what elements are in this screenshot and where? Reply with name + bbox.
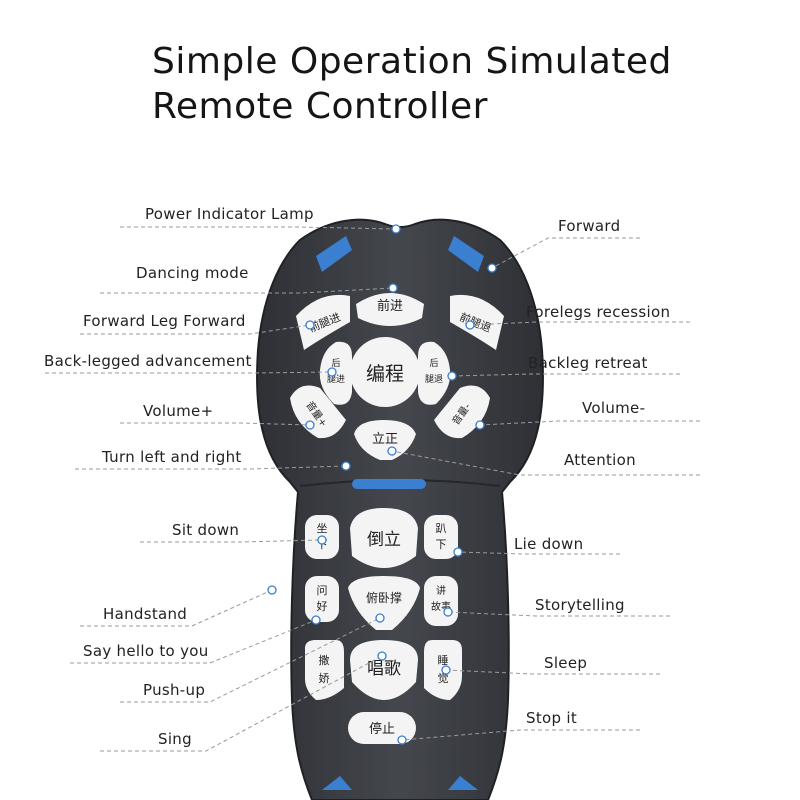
hello-label-2: 好 [317, 599, 328, 613]
callout-forward-leg [80, 324, 311, 335]
sit-label-1: 坐 [317, 522, 328, 535]
label-sit-down: Sit down [172, 521, 240, 539]
lie-label-2: 下 [436, 538, 447, 551]
callout-volume-up [120, 422, 311, 426]
label-handstand: Handstand [103, 605, 188, 623]
pushup-label: 俯卧撑 [366, 590, 402, 605]
callout-storytelling [447, 611, 670, 617]
stop-button[interactable]: 停止 [348, 712, 416, 744]
label-push-up: Push-up [143, 681, 206, 699]
label-forward-leg-forward: Forward Leg Forward [83, 312, 246, 330]
title-line-2: Remote Controller [152, 86, 488, 127]
stop-label: 停止 [369, 721, 395, 737]
label-volume-up: Volume+ [143, 402, 214, 420]
back-leg-back-label-2: 腿退 [425, 374, 443, 385]
callout-back-leg-advance [45, 371, 333, 374]
sing-label: 唱歌 [367, 659, 401, 679]
left-blue-accent [316, 236, 352, 272]
sleep-label-2: 觉 [438, 672, 449, 685]
callout-sleep [445, 669, 660, 675]
lie-label-1: 趴 [436, 522, 447, 535]
callout-lie [457, 551, 620, 555]
callout-forward [491, 237, 640, 269]
label-lie-down: Lie down [514, 535, 584, 553]
label-dancing-mode: Dancing mode [136, 264, 249, 282]
program-button[interactable]: 编程 [350, 337, 420, 407]
coquette-label-1: 撒 [319, 653, 330, 667]
callout-sit [140, 539, 323, 543]
label-forward: Forward [558, 217, 621, 235]
lie-button[interactable]: 趴 下 [424, 515, 458, 559]
callout-lines [45, 226, 700, 752]
back-leg-back-label-1: 后 [429, 358, 438, 369]
sleep-label-1: 睡 [438, 654, 449, 667]
right-blue-accent [448, 236, 484, 272]
label-attention: Attention [564, 451, 636, 469]
coquette-label-2: 娇 [319, 672, 330, 685]
callout-power [120, 226, 397, 230]
coquette-button[interactable]: 撒 娇 [304, 640, 344, 700]
label-sing: Sing [158, 730, 192, 748]
label-storytelling: Storytelling [535, 596, 625, 614]
callout-hello [70, 619, 317, 664]
label-back-legged-advancement: Back-legged advancement [44, 352, 252, 370]
callout-backleg-retreat [451, 373, 680, 377]
callout-dancing [100, 287, 394, 294]
forward-button[interactable]: 前进 [356, 293, 424, 326]
hello-label-1: 问 [317, 584, 328, 597]
label-volume-down: Volume- [582, 399, 646, 417]
label-sleep: Sleep [544, 654, 588, 672]
back-leg-forward-label-2: 腿进 [327, 374, 345, 385]
hello-button[interactable]: 问 好 [305, 576, 339, 622]
label-power-indicator: Power Indicator Lamp [145, 205, 314, 223]
label-stop-it: Stop it [526, 709, 578, 727]
stand-button-label: 立正 [372, 432, 398, 447]
forward-button-label: 前进 [377, 298, 403, 314]
label-turn-left-right: Turn left and right [102, 448, 242, 466]
pushup-button[interactable]: 俯卧撑 [348, 576, 420, 630]
callout-stop [401, 729, 640, 741]
back-leg-back-button[interactable]: 后 腿退 [418, 341, 451, 405]
stand-button[interactable]: 立正 [354, 420, 416, 460]
callout-turn [75, 465, 347, 470]
story-button[interactable]: 讲 故事 [424, 576, 458, 626]
center-blue-accent [352, 479, 426, 489]
title-line-1: Simple Operation Simulated [152, 41, 672, 82]
callout-pushup [120, 617, 381, 703]
label-say-hello: Say hello to you [83, 642, 209, 660]
label-backleg-retreat: Backleg retreat [528, 354, 648, 372]
callout-forelegs-recession [469, 321, 690, 326]
handstand-button[interactable]: 倒立 [350, 508, 418, 568]
label-forelegs-recession: Forelegs recession [526, 303, 671, 321]
callout-attention [391, 450, 700, 476]
callout-sing [100, 655, 383, 752]
sing-button[interactable]: 唱歌 [350, 640, 418, 700]
story-label-1: 讲 [436, 584, 446, 597]
callout-volume-down [479, 420, 700, 426]
back-leg-forward-label-1: 后 [331, 358, 340, 369]
program-button-label: 编程 [366, 363, 404, 385]
callout-handstand [80, 589, 273, 627]
handstand-label: 倒立 [367, 530, 401, 550]
